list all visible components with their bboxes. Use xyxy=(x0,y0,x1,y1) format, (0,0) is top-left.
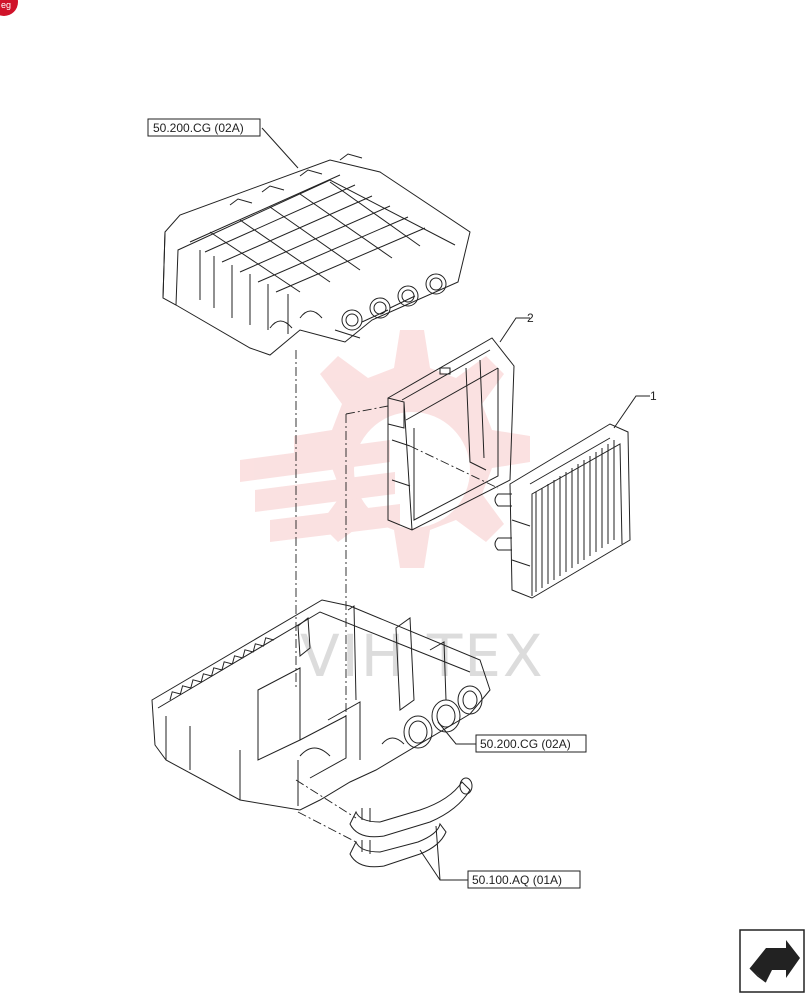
svg-text:50.100.AQ (01A): 50.100.AQ (01A) xyxy=(472,873,562,887)
upper-housing-drawing xyxy=(162,153,471,356)
corner-badge-icon: eg xyxy=(0,0,18,16)
lower-housing-drawing xyxy=(151,599,491,811)
coolant-hoses-drawing xyxy=(349,777,473,868)
callout-number-frame: 2 xyxy=(527,311,534,325)
watermark-logo xyxy=(240,330,530,568)
svg-text:50.200.CG (02A): 50.200.CG (02A) xyxy=(480,737,571,751)
reference-label-top-housing[interactable]: 50.200.CG (02A) xyxy=(147,118,261,137)
seal-frame-drawing xyxy=(387,337,515,531)
reference-label-hoses[interactable]: 50.100.AQ (01A) xyxy=(467,870,581,889)
callout-leaders xyxy=(261,127,650,881)
heater-core-radiator-drawing xyxy=(494,423,631,599)
assembly-guide-lines xyxy=(295,350,499,843)
watermark-text: VIH TEX xyxy=(300,622,545,690)
reference-label-bottom-housing[interactable]: 50.200.CG (02A) xyxy=(475,734,587,753)
callout-number-radiator: 1 xyxy=(650,389,657,403)
svg-text:50.200.CG (02A): 50.200.CG (02A) xyxy=(153,121,244,135)
svg-text:eg: eg xyxy=(1,0,11,10)
next-page-arrow-icon[interactable] xyxy=(739,929,805,993)
